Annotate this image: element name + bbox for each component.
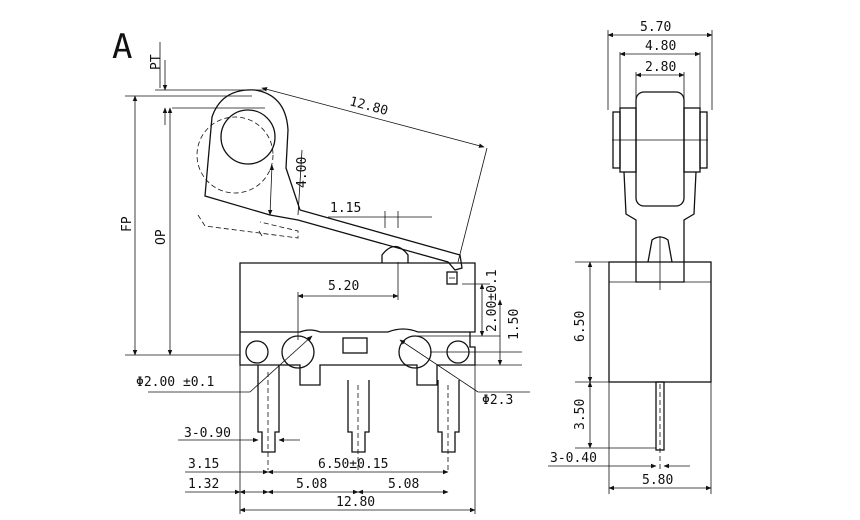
width-bottom-label: 5.80 (642, 473, 673, 488)
lever-dashed (197, 214, 299, 239)
roller-outer-dashed (196, 116, 274, 194)
width-mid-label: 4.80 (645, 39, 676, 54)
view-label: A (112, 27, 132, 67)
switch-body (239, 262, 476, 386)
fp-label: FP (120, 216, 135, 232)
terminal-right (437, 380, 460, 453)
terminal-center (347, 380, 370, 453)
hole-height-label: 1.50 (507, 309, 522, 340)
lever-length-label: 12.80 (348, 94, 390, 119)
terminal-thick-label: 3-0.40 (550, 451, 597, 466)
center-slot (342, 337, 368, 354)
dim-6-50-label: 6.50±0.15 (318, 457, 388, 472)
mount-hole-large-left (281, 335, 315, 369)
roller-dim-label: 4.00 (295, 157, 310, 188)
width-top-label: 5.70 (640, 20, 671, 35)
roller-front (635, 91, 685, 207)
plunger (381, 245, 409, 263)
terminal-length-label: 3.50 (573, 399, 588, 430)
pt-label: PT (149, 54, 164, 70)
mount-hole-small-left (245, 340, 269, 364)
dim-3-15-label: 3.15 (188, 457, 219, 472)
total-width-label: 12.80 (336, 495, 375, 510)
dim-5-08-b-label: 5.08 (388, 477, 419, 492)
lever (204, 89, 463, 271)
end-view: 5.70 4.80 2.80 6.50 3.5 (548, 20, 713, 494)
side-view: 12.80 4.00 1.15 5.20 2.00±0.1 1.50 PT (120, 42, 530, 514)
hole-large-label: Φ2.00 ±0.1 (136, 375, 214, 390)
dim-1-32-label: 1.32 (188, 477, 219, 492)
actuator-height-label: 2.00±0.1 (485, 269, 500, 332)
terminal-width-label: 3-0.90 (184, 426, 231, 441)
op-label: OP (154, 229, 169, 245)
hole-small-label: Φ2.3 (482, 393, 513, 408)
actuator-offset-label: 1.15 (330, 201, 361, 216)
terminal-left (257, 365, 280, 453)
actuator-x-label: 5.20 (328, 279, 359, 294)
body-height-label: 6.50 (573, 311, 588, 342)
mount-hole-large-right (398, 335, 432, 369)
width-inner-label: 2.80 (645, 60, 676, 75)
roller (220, 109, 276, 165)
dim-5-08-a-label: 5.08 (296, 477, 327, 492)
